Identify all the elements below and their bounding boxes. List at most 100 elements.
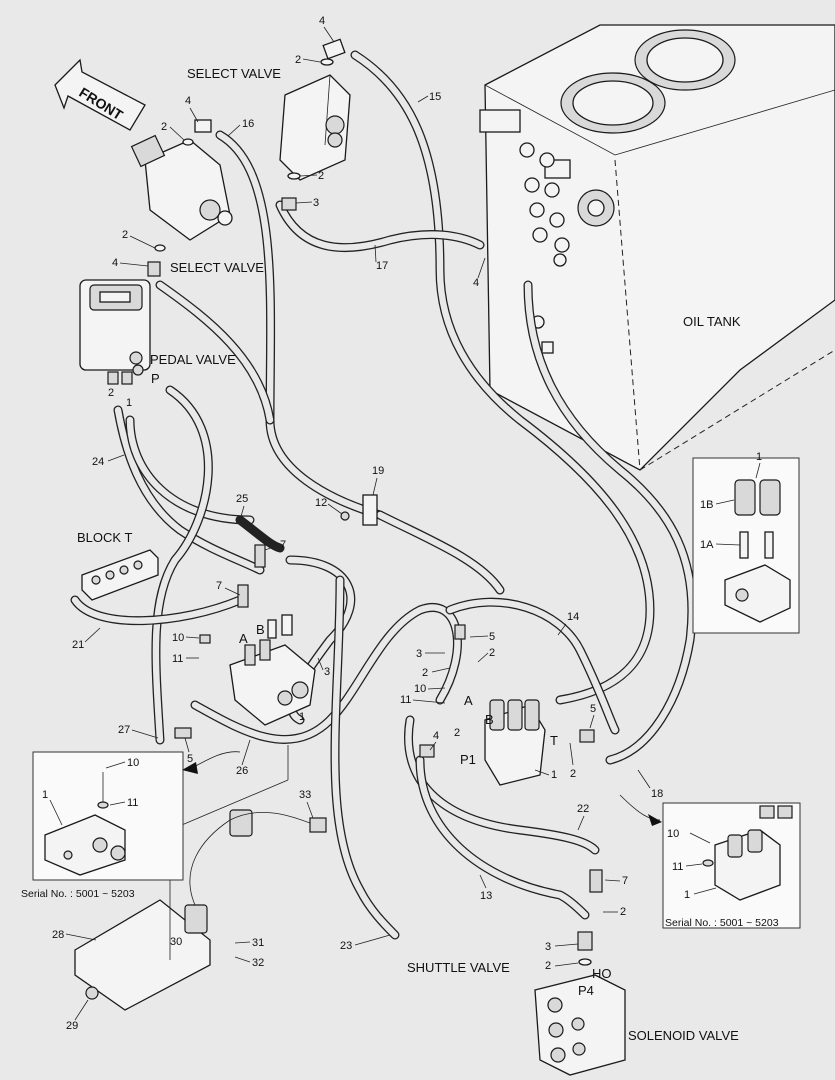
callout-10: 10: [414, 683, 426, 695]
solenoid-valve: [534, 931, 626, 1076]
callout-1: 1: [551, 769, 557, 781]
port-a-right: A: [464, 693, 473, 708]
clamp-bracket: [362, 494, 378, 526]
callout-15: 15: [429, 91, 441, 103]
block-t: [81, 549, 159, 601]
callout-3: 3: [416, 648, 422, 660]
select-valve-left: [130, 119, 233, 277]
callout-1: 1: [684, 889, 690, 901]
callout-3: 3: [324, 666, 330, 678]
callout-11: 11: [400, 694, 411, 706]
inset-right-pointer-head: [648, 814, 662, 826]
port-b-left: B: [256, 622, 265, 637]
callout-1: 1: [756, 451, 762, 463]
inset-left: [32, 751, 184, 881]
callout-22: 22: [577, 803, 589, 815]
callout-24: 24: [92, 456, 104, 468]
callout-4: 4: [473, 277, 479, 289]
callout-7: 7: [216, 580, 222, 592]
callout-16: 16: [242, 118, 254, 130]
callout-27: 27: [118, 724, 130, 736]
callout-2: 2: [545, 960, 551, 972]
tank-ports: [519, 142, 570, 354]
callout-12: 12: [315, 497, 327, 509]
callout-4: 4: [319, 15, 325, 27]
select-valve-top: [279, 38, 351, 211]
pedal-valve-label: PEDAL VALVE: [150, 352, 236, 367]
callout-7: 7: [280, 539, 286, 551]
callout-3: 3: [545, 941, 551, 953]
oil-tank-label: OIL TANK: [683, 314, 741, 329]
port-b-right: B: [485, 712, 494, 727]
shuttle-valve-label: SHUTTLE VALVE: [407, 960, 510, 975]
callout-5: 5: [489, 631, 495, 643]
callout-10: 10: [667, 828, 679, 840]
callout-21: 21: [72, 639, 84, 651]
front-arrow: FRONT: [54, 58, 146, 131]
port-ho: HO: [592, 966, 612, 981]
callout-17: 17: [376, 260, 388, 272]
inset-right: [662, 802, 801, 929]
callout-1b: 1B: [700, 499, 713, 511]
callout-2: 2: [122, 229, 128, 241]
callout-1: 1: [126, 397, 132, 409]
callout-2: 2: [620, 906, 626, 918]
callout-4: 4: [433, 730, 439, 742]
callout-2: 2: [570, 768, 576, 780]
callouts: 4 2 15 16 4 2 2 3 2 4 17 4 2 1 24 19 12 …: [42, 15, 762, 1032]
callout-3: 3: [313, 197, 319, 209]
callout-2: 2: [108, 387, 114, 399]
control-valve-left: [174, 544, 316, 739]
inset-left-pointer: [191, 751, 241, 769]
inset-left-pointer-head: [182, 762, 198, 774]
callout-33: 33: [299, 789, 311, 801]
port-t: T: [550, 733, 558, 748]
control-valve-right: [419, 624, 603, 893]
callout-1: 1: [42, 789, 48, 801]
oil-tank: [479, 24, 835, 471]
port-p4: P4: [578, 983, 594, 998]
callout-5: 5: [187, 753, 193, 765]
clamp-bolt: [340, 511, 350, 521]
callout-11: 11: [672, 861, 683, 873]
callout-1: 1: [299, 711, 305, 723]
callout-32: 32: [252, 957, 264, 969]
port-labels: P A B A B T P1 HO P4: [151, 371, 612, 998]
callout-4: 4: [112, 257, 118, 269]
solenoid-valve-label: SOLENOID VALVE: [628, 1028, 739, 1043]
callout-4: 4: [185, 95, 191, 107]
callout-2: 2: [161, 121, 167, 133]
port-a-left: A: [239, 631, 248, 646]
callout-2: 2: [454, 727, 460, 739]
callout-18: 18: [651, 788, 663, 800]
callout-2: 2: [295, 54, 301, 66]
text-labels: SELECT VALVE SELECT VALVE PEDAL VALVE OI…: [21, 66, 779, 1043]
hoses: [70, 50, 697, 940]
callout-11: 11: [127, 797, 138, 809]
callout-10: 10: [127, 757, 139, 769]
callout-31: 31: [252, 937, 264, 949]
callout-29: 29: [66, 1020, 78, 1032]
callout-28: 28: [52, 929, 64, 941]
callout-14: 14: [567, 611, 579, 623]
callout-25: 25: [236, 493, 248, 505]
select-valve-top-label: SELECT VALVE: [187, 66, 281, 81]
block-t-label: BLOCK T: [77, 530, 132, 545]
callout-2: 2: [318, 170, 324, 182]
inset-top: [692, 457, 800, 634]
callout-13: 13: [480, 890, 492, 902]
serial-left-label: Serial No. : 5001 ~ 5203: [21, 888, 135, 900]
callout-2: 2: [422, 667, 428, 679]
callout-11: 11: [172, 653, 183, 665]
mounting-bracket: [74, 809, 327, 1011]
callout-23: 23: [340, 940, 352, 952]
callout-1a: 1A: [700, 539, 714, 551]
select-valve-left-label: SELECT VALVE: [170, 260, 264, 275]
callout-26: 26: [236, 765, 248, 777]
callout-30: 30: [170, 936, 182, 948]
pedal-valve: [79, 279, 151, 385]
callout-5: 5: [590, 703, 596, 715]
callout-10: 10: [172, 632, 184, 644]
